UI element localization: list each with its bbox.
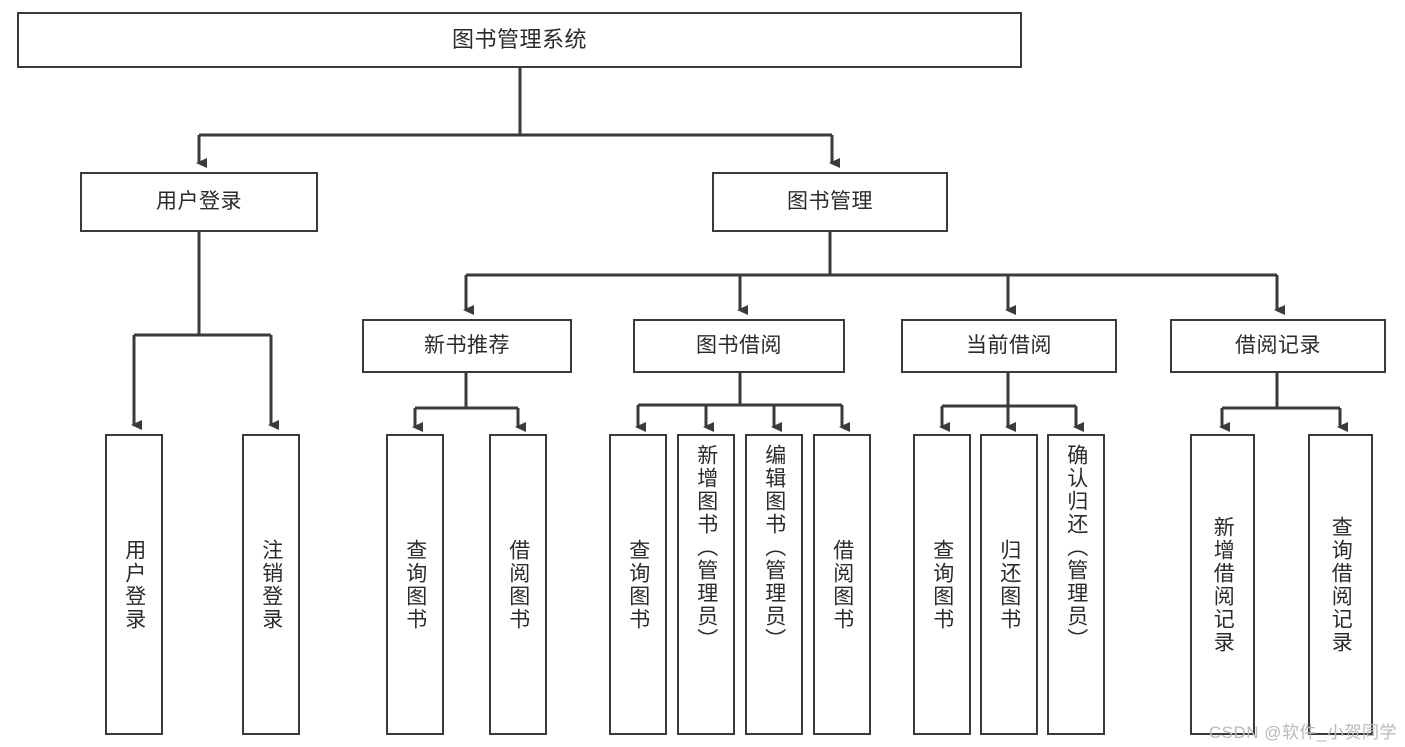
node-label: 查询图书 (403, 538, 427, 631)
node-leaf-query-record[interactable]: 查询借阅记录 (1308, 434, 1373, 735)
node-leaf-user-login[interactable]: 用户登录 (105, 434, 163, 735)
node-leaf-return-book[interactable]: 归还图书 (980, 434, 1038, 735)
node-label: 查询借阅记录 (1329, 515, 1353, 654)
node-book-borrow[interactable]: 图书借阅 (633, 319, 845, 373)
node-label: 新增图书（管理员） (694, 444, 718, 651)
node-label: 新增借阅记录 (1211, 515, 1235, 654)
node-label: 查询图书 (930, 538, 954, 631)
node-new-book-recommend[interactable]: 新书推荐 (362, 319, 572, 373)
node-current-borrow[interactable]: 当前借阅 (901, 319, 1117, 373)
node-leaf-confirm-return[interactable]: 确认归还（管理员） (1047, 434, 1105, 735)
node-root-system[interactable]: 图书管理系统 (17, 12, 1022, 68)
node-leaf-logout-login[interactable]: 注销登录 (242, 434, 300, 735)
node-leaf-add-record[interactable]: 新增借阅记录 (1190, 434, 1255, 735)
node-label: 当前借阅 (966, 333, 1052, 357)
node-leaf-query-book-3[interactable]: 查询图书 (913, 434, 971, 735)
node-book-management[interactable]: 图书管理 (712, 172, 948, 232)
node-label: 用户登录 (122, 538, 146, 631)
node-label: 图书管理系统 (451, 27, 587, 53)
node-label: 新书推荐 (424, 333, 510, 357)
node-label: 编辑图书（管理员） (762, 444, 786, 651)
node-label: 借阅图书 (506, 538, 530, 631)
node-leaf-query-book-1[interactable]: 查询图书 (386, 434, 444, 735)
node-borrow-record[interactable]: 借阅记录 (1170, 319, 1386, 373)
node-label: 确认归还（管理员） (1064, 444, 1088, 651)
node-label: 注销登录 (259, 538, 283, 631)
node-label: 借阅图书 (830, 538, 854, 631)
node-user-login[interactable]: 用户登录 (80, 172, 318, 232)
node-label: 借阅记录 (1235, 333, 1321, 357)
node-leaf-edit-book[interactable]: 编辑图书（管理员） (745, 434, 803, 735)
node-label: 查询图书 (626, 538, 650, 631)
node-label: 图书管理 (787, 189, 873, 213)
watermark-text: CSDN @软件_小贺同学 (1208, 723, 1397, 742)
node-label: 用户登录 (156, 189, 242, 213)
node-label: 归还图书 (997, 538, 1021, 631)
node-leaf-borrow-book-1[interactable]: 借阅图书 (489, 434, 547, 735)
node-leaf-add-book[interactable]: 新增图书（管理员） (677, 434, 735, 735)
node-leaf-query-book-2[interactable]: 查询图书 (609, 434, 667, 735)
node-label: 图书借阅 (696, 333, 782, 357)
node-leaf-borrow-book-2[interactable]: 借阅图书 (813, 434, 871, 735)
